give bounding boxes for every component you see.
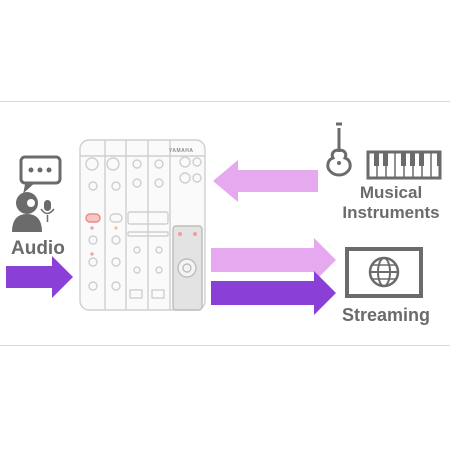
streaming-label: Streaming <box>341 305 431 325</box>
bottom-divider <box>0 345 450 346</box>
mixer-brand-text: YAMAHA <box>169 148 194 154</box>
top-divider <box>0 101 450 102</box>
person-speaking-icon <box>12 155 62 232</box>
arrow-monitor-out <box>211 238 336 282</box>
audio-mixer <box>79 139 206 311</box>
arrow-audio-in <box>6 256 73 298</box>
globe-monitor-icon <box>345 247 423 298</box>
guitar-icon <box>326 122 352 177</box>
instruments-label-line2: Instruments <box>342 203 440 222</box>
audio-label: Audio <box>11 238 65 259</box>
arrow-instruments-in <box>213 160 318 202</box>
instruments-label-line1: Musical <box>359 183 423 202</box>
arrow-stream-out <box>211 271 336 315</box>
keyboard-icon <box>366 150 442 180</box>
